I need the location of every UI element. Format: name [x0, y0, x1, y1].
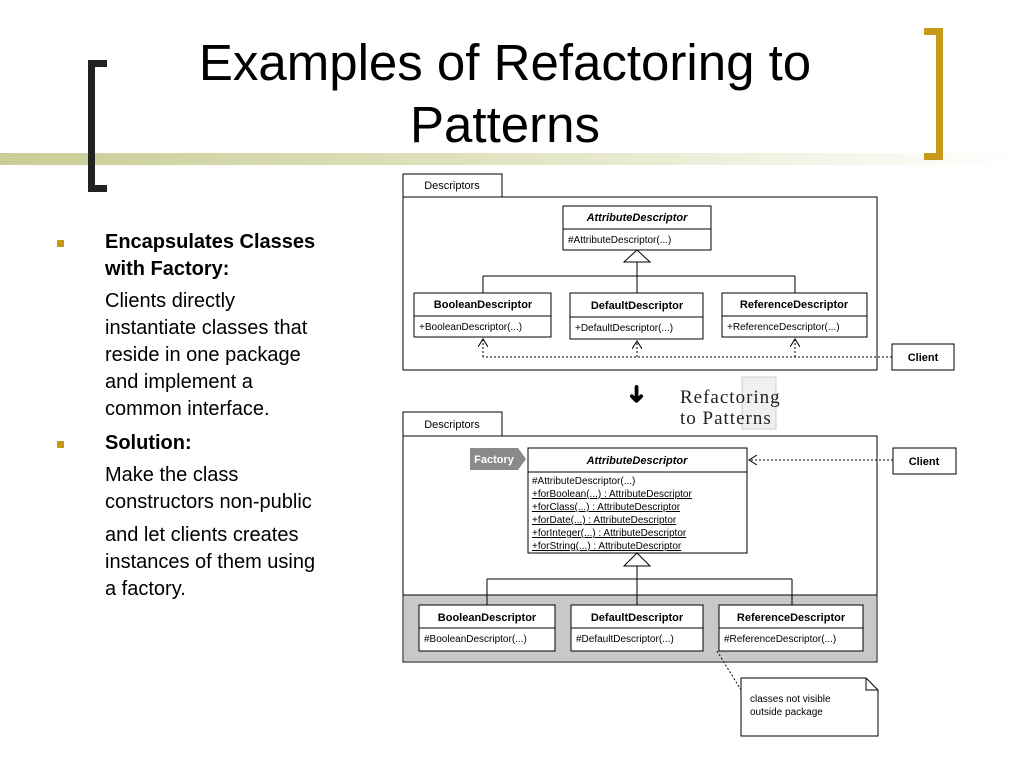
abstract-class-name: AttributeDescriptor — [586, 455, 689, 467]
subclass-box — [721, 292, 868, 338]
factory-method: +forString(...) : AttributeDescriptor — [532, 541, 682, 552]
subclass-name: ReferenceDescriptor — [740, 299, 849, 311]
subclass-method: +DefaultDescriptor(...) — [575, 323, 673, 334]
bullet-marker — [57, 441, 64, 448]
bullet-marker — [57, 240, 64, 247]
subclass-method: +BooleanDescriptor(...) — [419, 322, 522, 333]
title-band — [0, 153, 1024, 165]
package-tab-label: Descriptors — [424, 419, 480, 431]
subclass-box — [569, 292, 704, 340]
before-diagram: Descriptors AttributeDescriptor #Attribu… — [402, 173, 955, 371]
bullet-2-body-line: constructors non-public — [105, 491, 312, 513]
bullet-2-body-line: a factory. — [105, 578, 186, 600]
subclass-name: ReferenceDescriptor — [737, 612, 846, 624]
book-cover-watermark — [741, 376, 777, 430]
bullet-1-body-line: common interface. — [105, 398, 270, 420]
abstract-class-method: #AttributeDescriptor(...) — [568, 235, 671, 246]
note-line-1: classes not visible — [750, 694, 831, 705]
bullet-2-body-line: and let clients creates — [105, 524, 299, 546]
note-line-2: outside package — [750, 707, 823, 718]
subclass-name: DefaultDescriptor — [591, 300, 684, 312]
note-box — [740, 677, 879, 737]
subclass-name: BooleanDescriptor — [434, 299, 533, 311]
logo-line-1: Refactoring — [680, 387, 781, 408]
bullet-1-body-line: Clients directly — [105, 290, 236, 312]
title-line-1: Examples of Refactoring to — [198, 34, 812, 91]
client-box — [891, 343, 955, 371]
subclass-method: #DefaultDescriptor(...) — [576, 634, 674, 645]
abstract-class-box — [527, 447, 748, 554]
subclass-method: #BooleanDescriptor(...) — [424, 634, 527, 645]
factory-method: +forInteger(...) : AttributeDescriptor — [532, 528, 687, 539]
refactoring-transition: ➜ Refactoring to Patterns — [623, 376, 781, 430]
factory-tag-label: Factory — [474, 454, 515, 466]
bullet-1-body-line: and implement a — [105, 371, 253, 393]
abstract-class-box — [562, 205, 712, 251]
abstract-class-name: AttributeDescriptor — [586, 212, 689, 224]
client-box — [892, 447, 957, 475]
subclass-name: DefaultDescriptor — [591, 612, 684, 624]
bullet-1-heading-line-2: with Factory: — [105, 258, 230, 280]
subclass-method: #ReferenceDescriptor(...) — [724, 634, 836, 645]
package-tab — [402, 411, 503, 437]
factory-method: +forDate(...) : AttributeDescriptor — [532, 515, 677, 526]
left-bracket-decoration — [88, 60, 107, 192]
title-line-2: Patterns — [410, 96, 600, 153]
client-label: Client — [909, 456, 940, 468]
right-bracket-decoration — [924, 28, 943, 160]
client-label: Client — [908, 352, 939, 364]
logo-line-2: to Patterns — [680, 408, 772, 429]
bullet-2-body-line: instances of them using — [105, 551, 316, 573]
package-tab-label: Descriptors — [424, 180, 480, 192]
subclass-method: +ReferenceDescriptor(...) — [727, 322, 840, 333]
bullet-2-body-line: Make the class — [105, 464, 239, 486]
subclass-name: BooleanDescriptor — [438, 612, 537, 624]
after-diagram: Descriptors Factory AttributeDescriptor … — [402, 411, 957, 737]
factory-method: #AttributeDescriptor(...) — [532, 476, 635, 487]
bullet-1-body-line: instantiate classes that — [105, 317, 308, 339]
factory-tag — [470, 448, 526, 470]
factory-method: +forBoolean(...) : AttributeDescriptor — [532, 489, 692, 500]
down-arrow-icon: ➜ — [623, 384, 650, 404]
factory-method: +forClass(...) : AttributeDescriptor — [532, 502, 681, 513]
bullet-2-heading: Solution: — [105, 432, 192, 454]
bullet-1-heading-line-1: Encapsulates Classes — [105, 231, 316, 253]
bullet-1-body-line: reside in one package — [105, 344, 301, 366]
subclass-box — [413, 292, 552, 338]
slide-title: Examples of Refactoring to Patterns — [140, 32, 870, 156]
